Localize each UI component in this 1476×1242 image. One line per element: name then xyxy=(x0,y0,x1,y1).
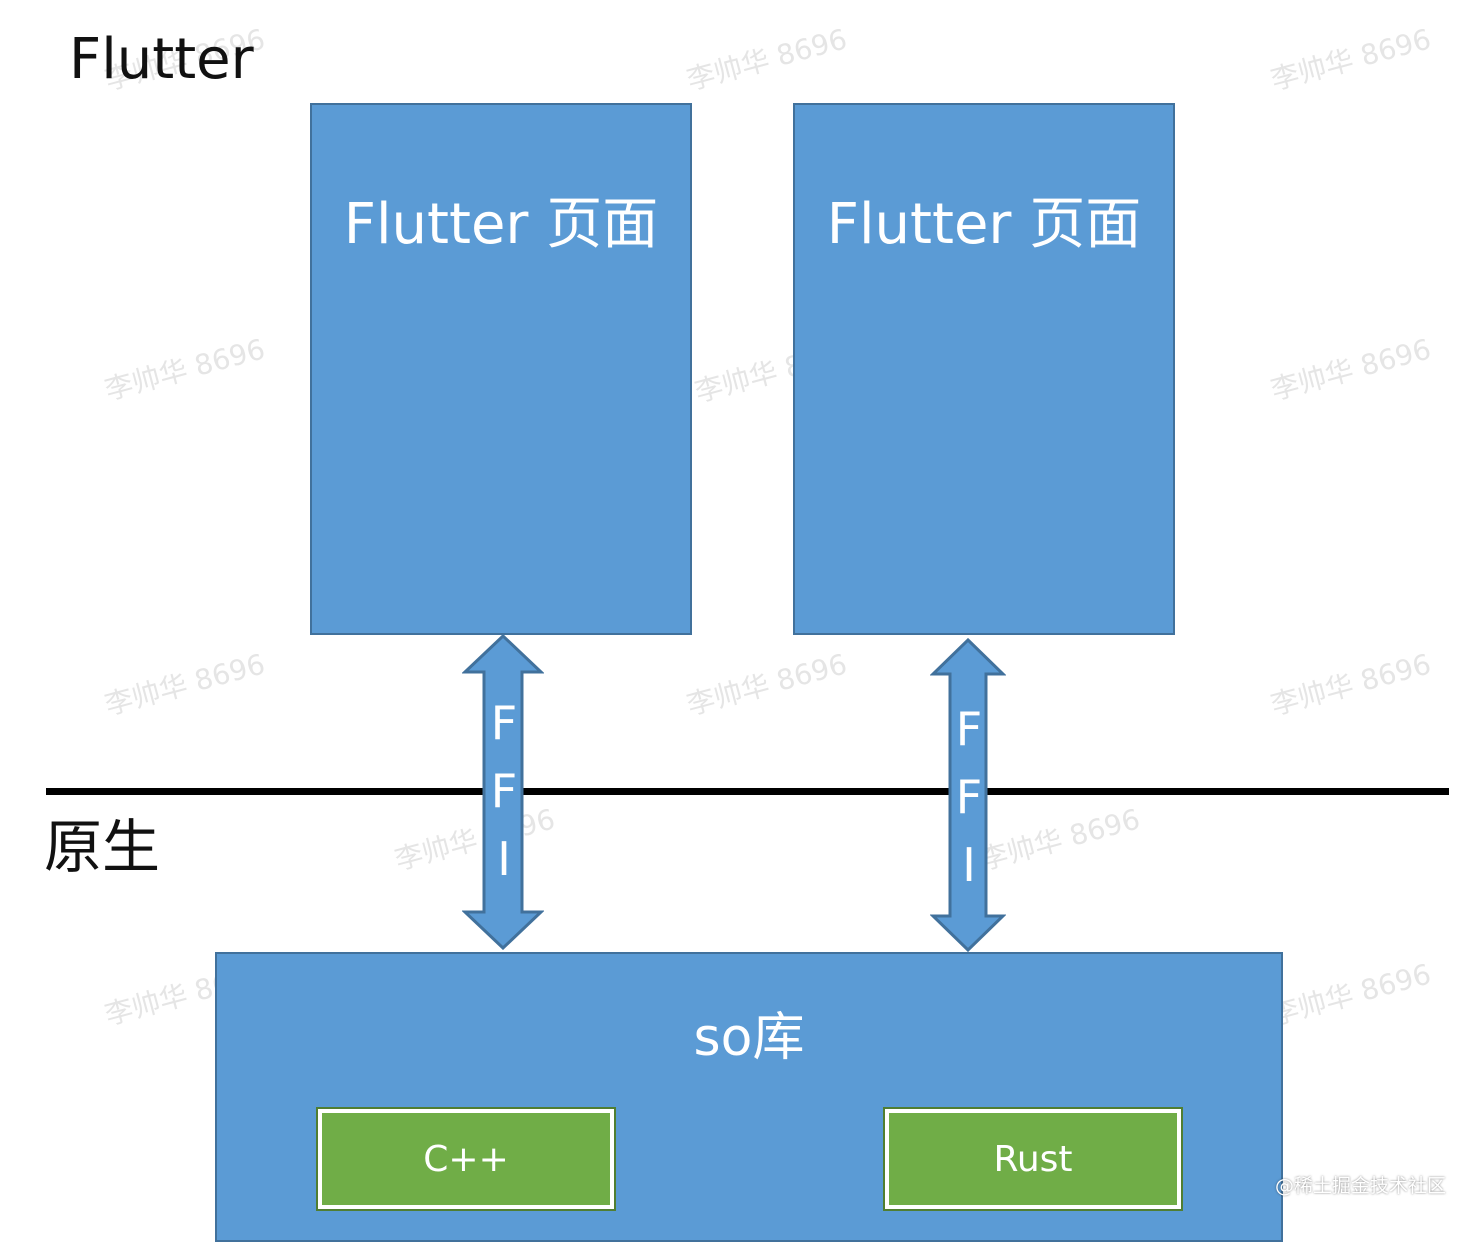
watermark: 李帅华 8696 xyxy=(683,647,851,722)
rust-module-box: Rust xyxy=(885,1109,1181,1209)
ffi-label-1: F F I xyxy=(487,700,521,882)
so-library-title: so库 xyxy=(693,1008,805,1068)
source-watermark: @稀土掘金技术社区 xyxy=(1274,1175,1446,1197)
ffi-label-2: F F I xyxy=(952,706,986,888)
watermark: 李帅华 8696 xyxy=(1267,957,1435,1032)
so-library-box: so库 C++ Rust xyxy=(215,952,1283,1242)
ffi-letter: I xyxy=(962,838,976,892)
ffi-letter: F xyxy=(490,696,518,750)
native-layer-label: 原生 xyxy=(44,813,161,881)
watermark: 李帅华 8696 xyxy=(101,332,269,407)
flutter-layer-label: Flutter xyxy=(69,27,254,92)
layer-divider xyxy=(46,788,1449,795)
ffi-letter: F xyxy=(955,702,983,756)
ffi-double-arrow-1 xyxy=(462,634,544,950)
flutter-page-box-2: Flutter 页面 xyxy=(793,103,1175,635)
watermark: 李帅华 8696 xyxy=(101,647,269,722)
ffi-letter: F xyxy=(955,770,983,824)
ffi-letter: F xyxy=(490,764,518,818)
flutter-page-box-1: Flutter 页面 xyxy=(310,103,692,635)
flutter-page-title: Flutter 页面 xyxy=(343,192,659,257)
rust-module-label: Rust xyxy=(993,1138,1073,1180)
ffi-double-arrow-2 xyxy=(930,638,1006,952)
cpp-module-box: C++ xyxy=(318,1109,614,1209)
cpp-module-label: C++ xyxy=(423,1138,509,1180)
watermark: 李帅华 8696 xyxy=(683,22,851,97)
ffi-letter: I xyxy=(497,832,511,886)
flutter-page-title: Flutter 页面 xyxy=(826,192,1142,257)
watermark: 李帅华 8696 xyxy=(1267,22,1435,97)
watermark: 李帅华 8696 xyxy=(1267,647,1435,722)
watermark: 李帅华 8696 xyxy=(1267,332,1435,407)
